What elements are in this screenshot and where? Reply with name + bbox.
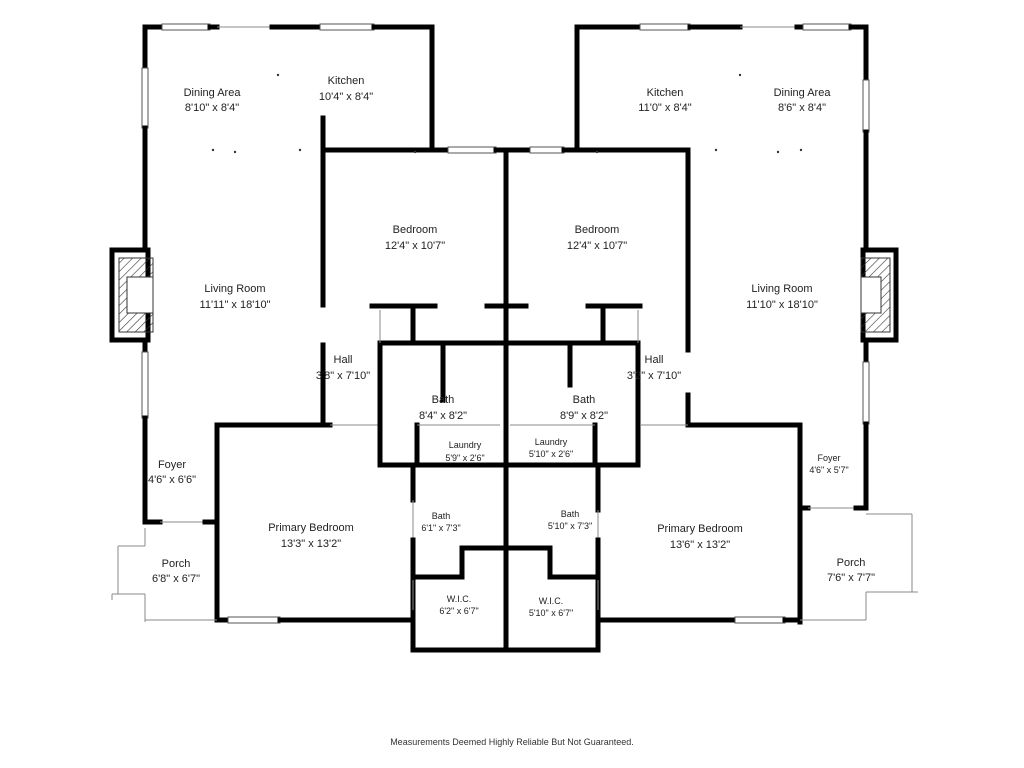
room-dims-bedroom-left: 12'4" x 10'7" <box>385 240 445 252</box>
room-name-bath-right: Bath <box>573 394 596 406</box>
room-name-kitchen-left: Kitchen <box>328 75 365 87</box>
room-dims-kitchen-right: 11'0" x 8'4" <box>638 102 691 114</box>
room-name-bath-left: Bath <box>432 394 455 406</box>
disclaimer-text: Measurements Deemed Highly Reliable But … <box>390 737 634 747</box>
room-labels: Dining Area 8'10" x 8'4" Kitchen 10'4" x… <box>148 75 875 618</box>
room-name-wic-right: W.I.C. <box>539 596 564 606</box>
left-unit-walls <box>109 23 529 653</box>
room-name-foyer-right: Foyer <box>817 453 840 463</box>
room-dims-foyer-left: 4'6" x 6'6" <box>148 474 196 486</box>
room-dims-kitchen-left: 10'4" x 8'4" <box>319 91 373 103</box>
room-name-hall-right: Hall <box>645 354 664 366</box>
room-dims-primary-bedroom-left: 13'3" x 13'2" <box>281 538 341 550</box>
room-dims-bath-right: 8'9" x 8'2" <box>560 410 608 422</box>
room-name-wic-left: W.I.C. <box>447 594 472 604</box>
room-dims-wic-left: 6'2" x 6'7" <box>439 606 478 616</box>
room-dims-bath-2-right: 5'10" x 7'3" <box>548 521 592 531</box>
room-name-bedroom-right: Bedroom <box>575 224 620 236</box>
room-dims-bath-left: 8'4" x 8'2" <box>419 410 467 422</box>
room-name-bedroom-left: Bedroom <box>393 224 438 236</box>
room-name-kitchen-right: Kitchen <box>647 87 684 99</box>
room-dims-hall-right: 3'2" x 7'10" <box>627 370 681 382</box>
room-dims-laundry-left: 5'9" x 2'6" <box>445 453 484 463</box>
room-name-laundry-left: Laundry <box>449 440 482 450</box>
room-dims-living-room-right: 11'10" x 18'10" <box>746 299 818 311</box>
room-name-laundry-right: Laundry <box>535 437 568 447</box>
room-name-living-room-right: Living Room <box>751 283 812 295</box>
room-dims-wic-right: 5'10" x 6'7" <box>529 608 573 618</box>
room-dims-living-room-left: 11'11" x 18'10" <box>200 299 271 311</box>
room-dims-foyer-right: 4'6" x 5'7" <box>809 465 848 475</box>
room-dims-bedroom-right: 12'4" x 10'7" <box>567 240 627 252</box>
room-name-porch-right: Porch <box>837 557 866 569</box>
room-name-bath-2-right: Bath <box>561 509 580 519</box>
room-name-hall-left: Hall <box>334 354 353 366</box>
room-dims-laundry-right: 5'10" x 2'6" <box>529 449 573 459</box>
room-dims-primary-bedroom-right: 13'6" x 13'2" <box>670 539 730 551</box>
room-dims-dining-area-right: 8'6" x 8'4" <box>778 102 826 114</box>
fixture-markers <box>211 73 803 154</box>
room-dims-porch-left: 6'8" x 6'7" <box>152 573 200 585</box>
room-name-porch-left: Porch <box>162 558 191 570</box>
room-dims-bath-2-left: 6'1" x 7'3" <box>421 523 460 533</box>
room-name-bath-2-left: Bath <box>432 511 451 521</box>
room-name-dining-area-left: Dining Area <box>184 87 242 99</box>
room-name-dining-area-right: Dining Area <box>774 87 832 99</box>
room-name-primary-bedroom-left: Primary Bedroom <box>268 522 354 534</box>
room-name-primary-bedroom-right: Primary Bedroom <box>657 523 743 535</box>
right-unit-walls <box>503 23 918 653</box>
room-name-living-room-left: Living Room <box>204 283 265 295</box>
room-dims-porch-right: 7'6" x 7'7" <box>827 572 875 584</box>
room-dims-hall-left: 3'8" x 7'10" <box>316 370 370 382</box>
room-name-foyer-left: Foyer <box>158 459 186 471</box>
room-dims-dining-area-left: 8'10" x 8'4" <box>185 102 239 114</box>
